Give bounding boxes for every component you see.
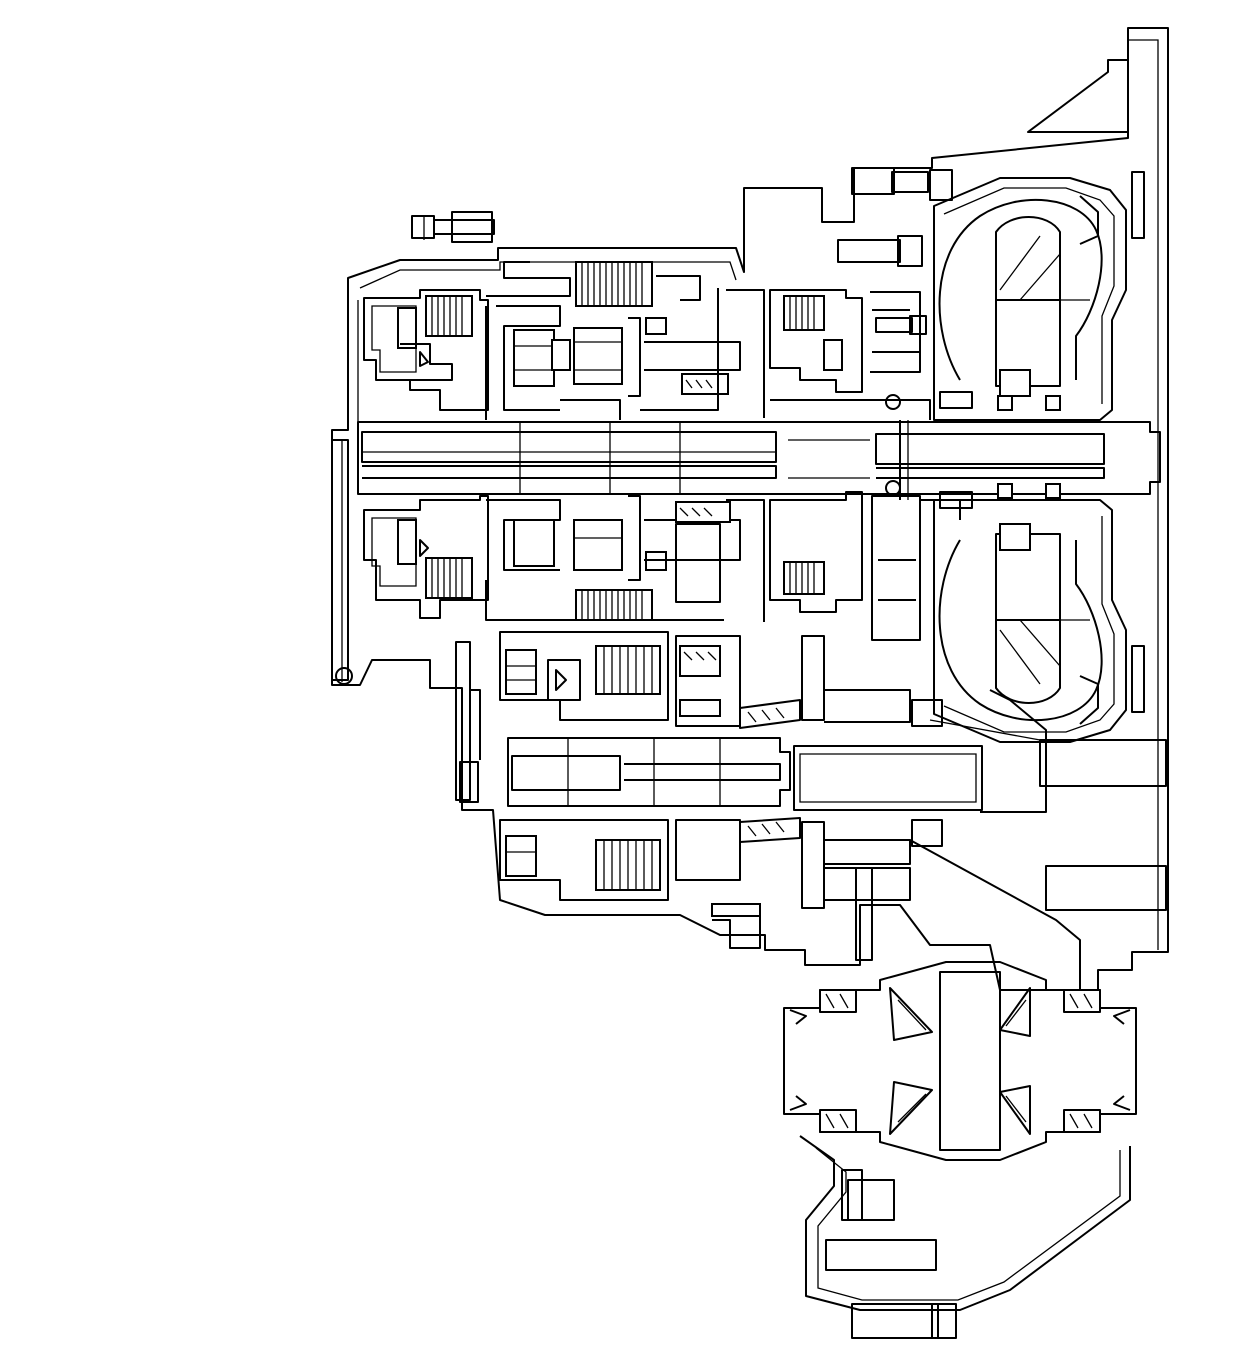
torque-converter-upper-torus — [938, 195, 1103, 411]
lower-left-clutch-drum — [363, 495, 489, 619]
lower-housing — [799, 1135, 1131, 1339]
counter-bearings — [739, 635, 943, 909]
stator-support — [899, 391, 973, 509]
differential-case — [783, 961, 1137, 1161]
torque-converter-lower-torus — [938, 483, 1103, 725]
lower-planetary-set — [485, 495, 765, 622]
upper-bolt — [411, 211, 495, 243]
upper-left-clutch-drum — [363, 289, 489, 411]
upper-right-clutch — [769, 289, 931, 420]
right-case-ribs — [909, 689, 1167, 990]
upper-clutch-plates-1 — [425, 295, 473, 337]
parking-pawl-rod — [455, 641, 481, 803]
counter-lower-clutch — [499, 819, 741, 901]
input-shaft — [357, 421, 1161, 495]
differential-bearings — [789, 989, 1131, 1133]
upper-clutch-plates-2 — [575, 261, 653, 307]
upper-planetary-set — [485, 261, 765, 420]
lower-clutch-plates-1 — [425, 557, 473, 599]
lower-right-clutch — [769, 480, 961, 641]
converter-housing-bolts — [837, 167, 1145, 713]
lower-clutch-plates-2 — [575, 589, 653, 621]
counter-shaft — [507, 737, 983, 811]
transmission-case-outline — [331, 27, 1169, 991]
torque-converter-housing — [933, 177, 1127, 743]
final-drive-gear — [711, 867, 911, 961]
counter-upper-clutch — [499, 631, 741, 727]
